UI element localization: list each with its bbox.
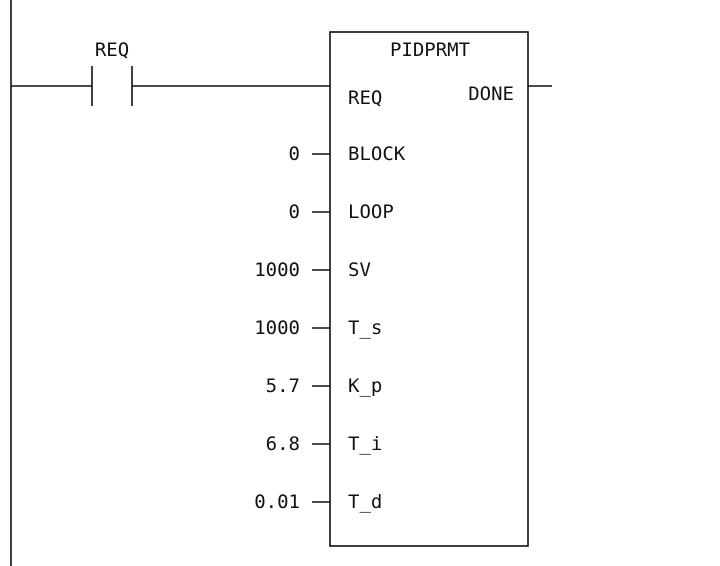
normally-open-contact[interactable] xyxy=(91,66,133,106)
input-value-t-d: 0.01 xyxy=(254,491,300,513)
output-pin-done: DONE xyxy=(468,83,514,105)
input-value-loop: 0 xyxy=(289,201,300,223)
input-pin-t-i: T_i xyxy=(348,433,382,455)
input-pin-loop: LOOP xyxy=(348,201,394,223)
input-value-t-i: 6.8 xyxy=(266,433,300,455)
input-pin-t-d: T_d xyxy=(348,491,382,513)
input-value-t-s: 1000 xyxy=(254,317,300,339)
input-pin-block: BLOCK xyxy=(348,143,406,165)
function-block[interactable] xyxy=(329,31,529,547)
input-value-sv: 1000 xyxy=(254,259,300,281)
input-value-k-p: 5.7 xyxy=(266,375,300,397)
input-pin-sv: SV xyxy=(348,259,371,281)
input-pin-k-p: K_p xyxy=(348,375,382,397)
input-pin-req: REQ xyxy=(348,87,382,109)
input-value-block: 0 xyxy=(289,143,300,165)
contact-label: REQ xyxy=(95,39,129,61)
function-block-name: PIDPRMT xyxy=(390,39,470,61)
input-pin-t-s: T_s xyxy=(348,317,382,339)
